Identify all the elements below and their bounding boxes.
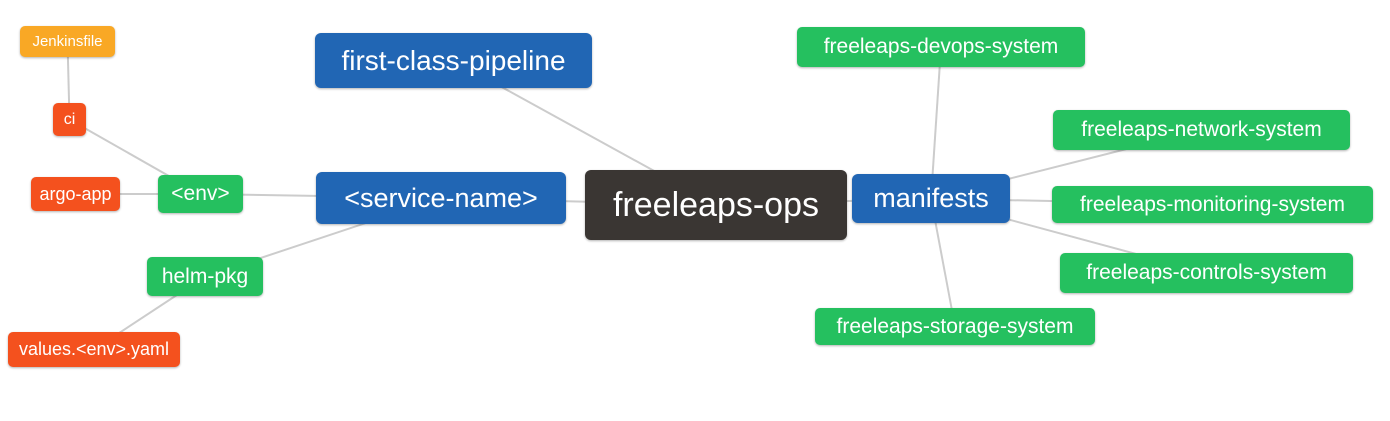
node-first-class-pipeline[interactable]: first-class-pipeline [315, 33, 592, 88]
node-ci[interactable]: ci [53, 103, 86, 136]
node-freeleaps-devops-system[interactable]: freeleaps-devops-system [797, 27, 1085, 67]
node-freeleaps-controls-system[interactable]: freeleaps-controls-system [1060, 253, 1353, 293]
node-jenkinsfile[interactable]: Jenkinsfile [20, 26, 115, 57]
node-freeleaps-monitoring-system[interactable]: freeleaps-monitoring-system [1052, 186, 1373, 223]
node-manifests[interactable]: manifests [852, 174, 1010, 223]
edge-manifests-devops [930, 46, 942, 199]
node-freeleaps-network-system[interactable]: freeleaps-network-system [1053, 110, 1350, 150]
node-freeleaps-storage-system[interactable]: freeleaps-storage-system [815, 308, 1095, 345]
node-values-env-yaml[interactable]: values.<env>.yaml [8, 332, 180, 367]
node-helm-pkg[interactable]: helm-pkg [147, 257, 263, 296]
node-freeleaps-ops[interactable]: freeleaps-ops [585, 170, 847, 240]
node-argo-app[interactable]: argo-app [31, 177, 120, 211]
node-service-name[interactable]: <service-name> [316, 172, 566, 224]
node-env[interactable]: <env> [158, 175, 243, 213]
